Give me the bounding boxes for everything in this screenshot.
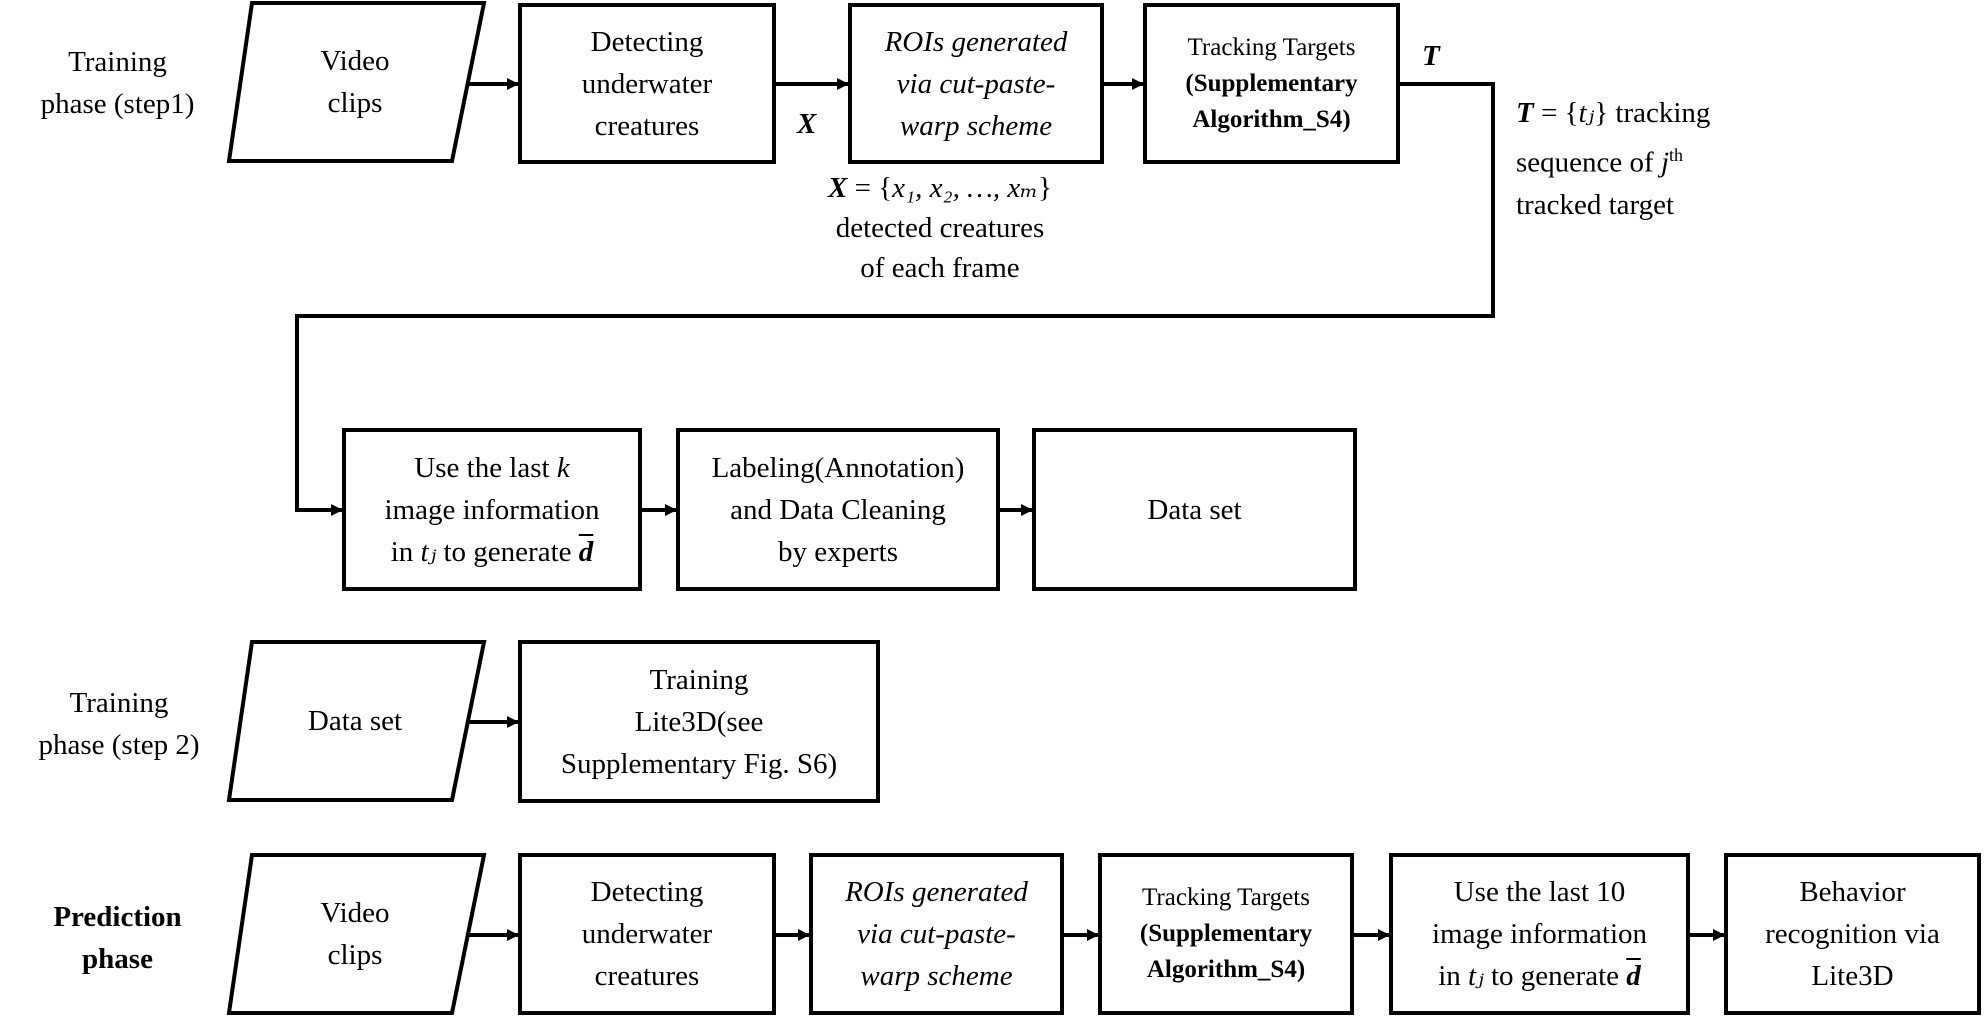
tracking-targets-box-prediction: Tracking Targets (Supplementary Algorith… (1098, 853, 1354, 1015)
t-symbol: T (1422, 40, 1440, 72)
use-last-k-box: Use the last k image information in tⱼ t… (342, 428, 642, 591)
x-symbol: X (797, 108, 817, 140)
use-last-10-box: Use the last 10 image information in tⱼ … (1389, 853, 1690, 1015)
video-clips-parallelogram-prediction (226, 853, 487, 1015)
t-definition: T = {tⱼ} tracking sequence of jth tracke… (1516, 97, 1711, 221)
tracking-targets-box-step1: Tracking Targets (Supplementary Algorith… (1143, 3, 1400, 164)
dataset-box-step1: Data set (1032, 428, 1357, 591)
arrow-track-to-uselast (295, 82, 1495, 516)
x-definition: X = {x₁, x₂, …, xₘ} detected creatures o… (828, 172, 1052, 284)
video-clips-parallelogram-step1 (226, 0, 487, 163)
dataset-label-step2: Data set (307, 705, 403, 737)
dataset-parallelogram-step2 (226, 640, 487, 802)
